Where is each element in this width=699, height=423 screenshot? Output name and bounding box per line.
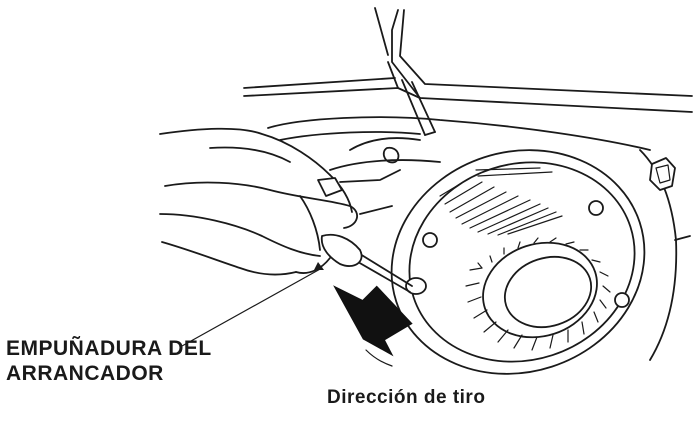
starter-handle-label-line1: EMPUÑADURA DEL — [6, 337, 212, 360]
starter-rope — [359, 253, 413, 287]
hand — [159, 127, 358, 276]
handle-leader-line — [181, 267, 323, 347]
starter-handle-label-line2: ARRANCADOR — [6, 362, 164, 385]
leader-arrowhead — [314, 262, 324, 270]
pull-direction-arrow — [333, 285, 413, 357]
pull-direction-label: Dirección de tiro — [327, 387, 486, 408]
starter-grip — [320, 233, 363, 267]
bolt — [649, 157, 676, 191]
starter-handle-label: EMPUÑADURA DEL ARRANCADOR — [6, 336, 212, 386]
fuel-tank — [374, 7, 693, 113]
engine-body — [243, 61, 691, 361]
recoil-starter-cover — [390, 149, 646, 375]
